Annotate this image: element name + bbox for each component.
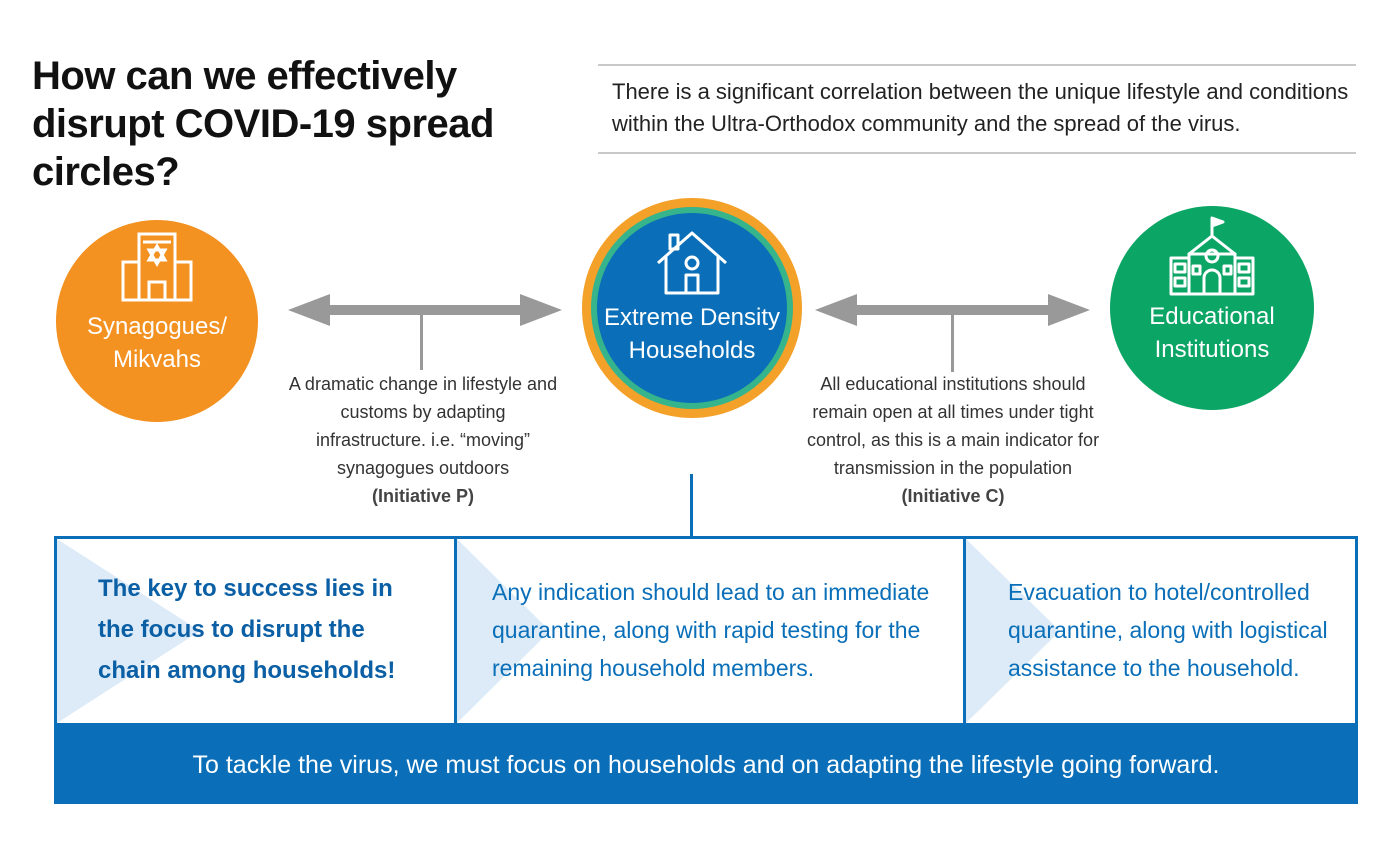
synagogue-icon (121, 232, 193, 302)
house-icon (657, 231, 727, 295)
initiative-c-label: (Initiative C) (901, 486, 1005, 506)
intro-top-rule (598, 64, 1356, 66)
panel-divider-1 (454, 536, 457, 726)
note-synagogues-text: A dramatic change in lifestyle and custo… (288, 374, 558, 478)
chevron-shape-2 (457, 539, 550, 723)
page-title: How can we effectively disrupt COVID-19 … (32, 54, 494, 194)
synagogues-label: Synagogues/ Mikvahs (86, 313, 228, 373)
panel-divider-2 (963, 536, 966, 726)
right-arrow-stem (951, 310, 954, 372)
conclusion-banner: To tackle the virus, we must focus on ho… (54, 726, 1358, 804)
households-circle: Extreme Density Households (597, 213, 787, 403)
education-circle: Educational Institutions (1110, 206, 1314, 410)
note-synagogues: A dramatic change in lifestyle and custo… (284, 370, 562, 510)
intro-text: There is a significant correlation betwe… (612, 79, 1349, 136)
chevron-shape-3 (966, 539, 1060, 723)
left-double-arrow (288, 294, 562, 326)
evacuation-text: Evacuation to hotel/controlled quarantin… (1008, 579, 1328, 681)
note-education: All educational institutions should rema… (800, 370, 1106, 510)
synagogues-circle: Synagogues/ Mikvahs (56, 220, 258, 422)
chevron-shape-1 (57, 539, 200, 723)
intro-bottom-rule (598, 152, 1356, 154)
households-label: Extreme Density Households (603, 304, 781, 364)
education-label: Educational Institutions (1149, 303, 1275, 363)
note-education-text: All educational institutions should rema… (806, 374, 1100, 478)
school-icon (1169, 216, 1255, 296)
conclusion-text: To tackle the virus, we must focus on ho… (192, 750, 1220, 779)
action-panel (54, 536, 1358, 726)
left-arrow-stem (420, 310, 423, 370)
key-to-success-text: The key to success lies in the focus to … (98, 575, 396, 684)
quarantine-text: Any indication should lead to an immedia… (492, 579, 930, 681)
center-connector (690, 474, 693, 537)
initiative-p-label: (Initiative P) (371, 486, 474, 506)
